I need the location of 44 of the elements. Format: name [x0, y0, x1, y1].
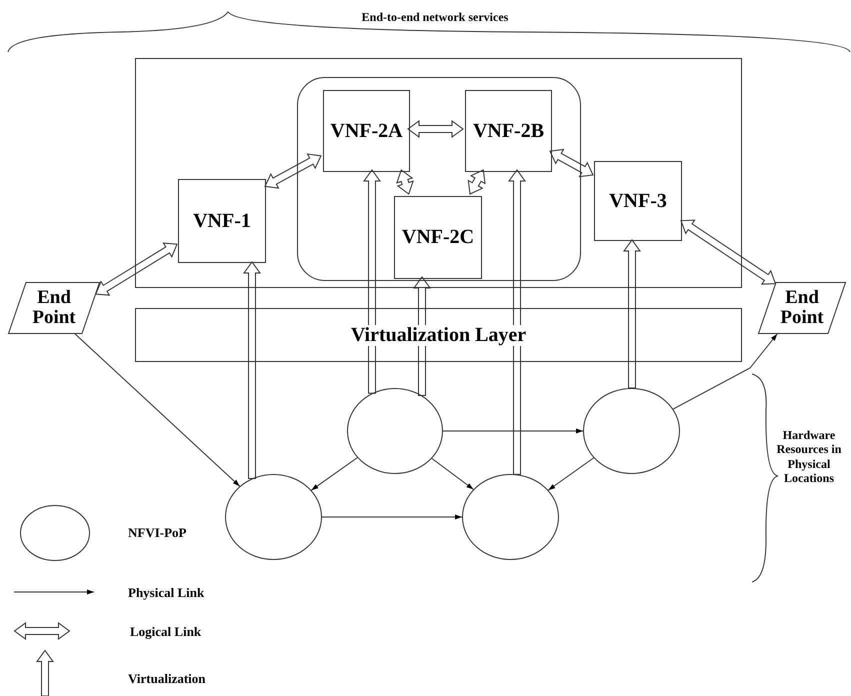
process-box: [394, 196, 482, 279]
double-arrow: [549, 148, 594, 178]
legend-label: Physical Link: [128, 585, 204, 601]
arrow: [431, 458, 474, 490]
double-arrow: [264, 153, 322, 189]
node-label: VNF-2A: [330, 120, 403, 142]
arrow: [322, 514, 462, 520]
node-label: End Point: [779, 288, 825, 328]
legend-label: Logical Link: [130, 624, 202, 640]
node-label: VNF-2C: [402, 227, 474, 248]
group-box: [297, 77, 581, 281]
hollow-arrow: [243, 261, 261, 479]
process-box: [465, 90, 552, 172]
double-arrow: [95, 242, 178, 296]
double-arrow: [468, 169, 486, 195]
double-arrow: [396, 169, 414, 195]
process-box: [135, 58, 742, 288]
endpoint-parallelogram: [8, 282, 100, 334]
arrow: [548, 457, 594, 491]
process-box: [323, 90, 410, 172]
brace-label: Hardware Resources in Physical Locations: [776, 428, 842, 486]
process-box: [135, 308, 742, 362]
endpoint-parallelogram: [758, 282, 846, 334]
pop-ellipse: [347, 388, 443, 474]
legend-label: Virtualization: [128, 671, 206, 687]
brace-label: End-to-end network services: [360, 10, 510, 24]
hollow-arrow: [508, 169, 526, 475]
pop-ellipse: [583, 388, 680, 474]
hollow-arrow: [623, 239, 641, 389]
pop-ellipse: [462, 474, 559, 560]
arrow: [310, 457, 358, 491]
double-arrow: [407, 120, 464, 138]
pop-ellipse: [225, 474, 322, 560]
legend-label: NFVI-PoP: [128, 525, 186, 541]
node-label: VNF-2B: [472, 120, 544, 142]
node-label: VNF-1: [193, 210, 251, 232]
process-box: [594, 161, 682, 241]
node-label: VNF-3: [609, 190, 667, 212]
arrow: [74, 334, 240, 487]
node-label: End Point: [31, 288, 77, 328]
arrow: [442, 428, 584, 434]
process-box: [178, 179, 266, 263]
double-arrow: [680, 220, 776, 285]
arrow: [672, 334, 778, 410]
